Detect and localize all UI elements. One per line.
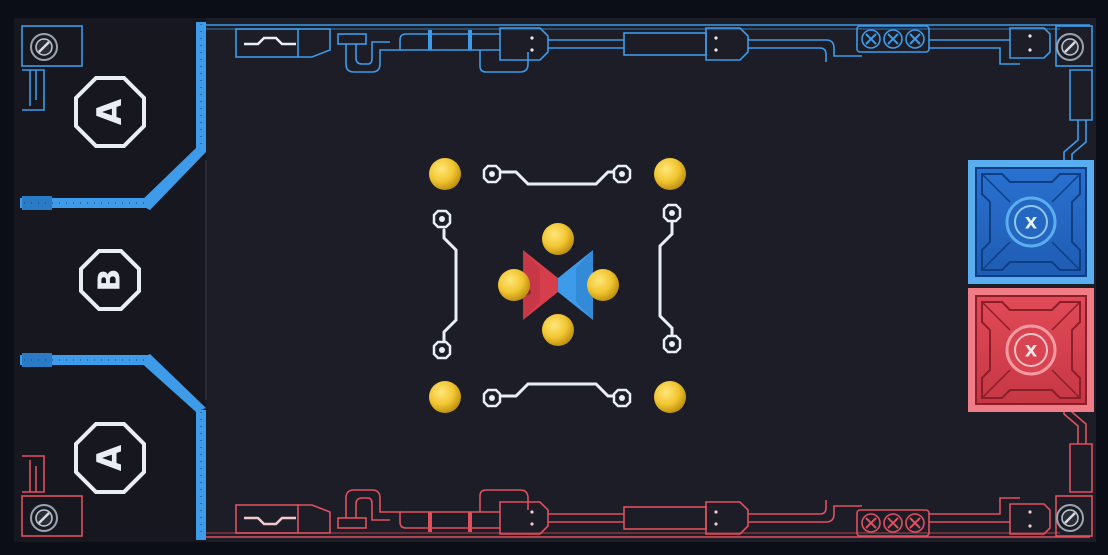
corner-bolt-bottom-right — [1057, 505, 1083, 531]
red-goal-symbol: X — [1025, 342, 1038, 361]
corner-bolt-top-left — [31, 34, 57, 60]
zone-letter-a-top: A — [90, 98, 130, 125]
blue-goal-symbol: X — [1025, 214, 1038, 233]
corner-bolt-top-right — [1057, 34, 1083, 60]
red-goal[interactable]: X — [968, 288, 1094, 412]
zone-letter-b: B — [93, 269, 128, 292]
blue-goal[interactable]: X — [968, 160, 1094, 284]
zone-letter-a-bottom: A — [90, 444, 130, 471]
corner-bolt-bottom-left — [31, 505, 57, 531]
